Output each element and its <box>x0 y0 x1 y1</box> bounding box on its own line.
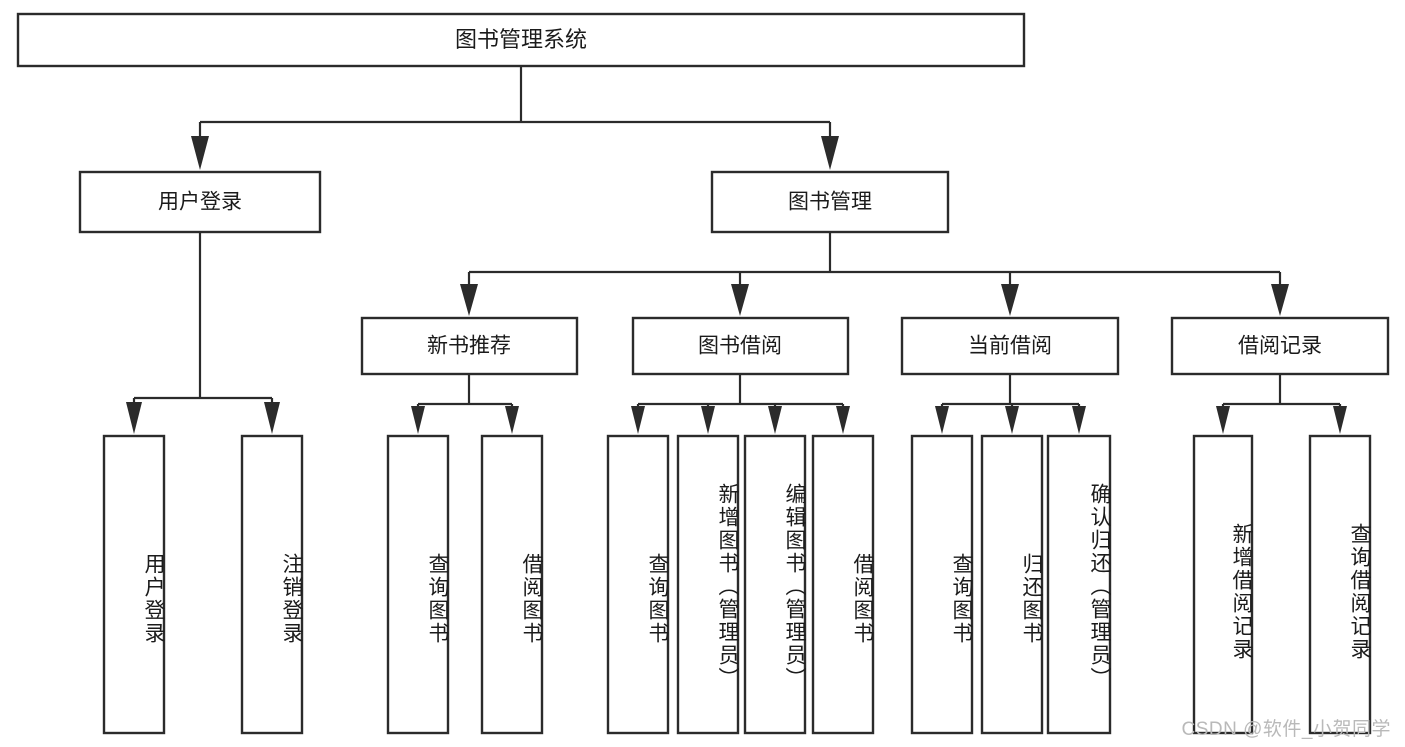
leaf-box-query-book-current[interactable] <box>910 434 974 735</box>
arrowhead-leaf-add-book <box>701 406 715 434</box>
arrowhead-leaf-confirm-return <box>1072 406 1086 434</box>
node-root-book-management-system[interactable]: 图书管理系统 <box>16 12 1026 68</box>
leaf-box-query-borrow-record[interactable] <box>1308 434 1372 735</box>
arrowhead-leaf-add-record <box>1216 406 1230 434</box>
arrowhead-borrow-record <box>1271 284 1289 316</box>
arrowhead-leaf-borrow-book-2 <box>836 406 850 434</box>
leaf-box-confirm-return-admin[interactable] <box>1046 434 1112 735</box>
node-borrowing-record[interactable]: 借阅记录 <box>1170 316 1390 376</box>
arrowhead-leaf-query-book-1 <box>411 406 425 434</box>
new-book-recommendation-box[interactable] <box>360 316 579 376</box>
arrowhead-leaf-query-record <box>1333 406 1347 434</box>
arrowhead-user-login <box>191 136 209 170</box>
node-new-book-recommendation[interactable]: 新书推荐 <box>360 316 579 376</box>
node-current-borrowing[interactable]: 当前借阅 <box>900 316 1120 376</box>
arrowhead-book-mgmt <box>821 136 839 170</box>
book-borrowing-label: 图书借阅 <box>698 335 782 358</box>
csdn-watermark: CSDN @软件_小贺同学 <box>1181 719 1391 740</box>
user-login-box[interactable] <box>78 170 322 234</box>
leaf-box-add-borrow-record[interactable] <box>1192 434 1254 735</box>
node-book-management[interactable]: 图书管理 <box>710 170 950 234</box>
borrowing-record-label: 借阅记录 <box>1238 335 1322 358</box>
current-borrowing-label: 当前借阅 <box>968 335 1052 358</box>
connector-layer <box>126 66 1347 434</box>
arrowhead-leaf-return-book <box>1005 406 1019 434</box>
root-box[interactable] <box>16 12 1026 68</box>
node-user-login[interactable]: 用户登录 <box>78 170 322 234</box>
leaf-box-borrow-book[interactable] <box>811 434 875 735</box>
leaf-box-user-login[interactable] <box>102 434 166 735</box>
leaf-box-borrow-book-newbook[interactable] <box>480 434 544 735</box>
book-management-label: 图书管理 <box>788 191 872 214</box>
leaf-box-return-book[interactable] <box>980 434 1044 735</box>
root-label: 图书管理系统 <box>455 27 587 52</box>
leaf-box-edit-book-admin[interactable] <box>743 434 807 735</box>
leaf-box-query-book-borrow[interactable] <box>606 434 670 735</box>
arrowhead-leaf-query-book-3 <box>935 406 949 434</box>
arrowhead-new-book-rec <box>460 284 478 316</box>
leaf-box-add-book-admin[interactable] <box>676 434 740 735</box>
arrowhead-book-borrow <box>731 284 749 316</box>
leaf-box-query-book-newbook[interactable] <box>386 434 450 735</box>
current-borrowing-box[interactable] <box>900 316 1120 376</box>
book-borrowing-box[interactable] <box>631 316 850 376</box>
user-login-label: 用户登录 <box>158 191 242 214</box>
new-book-recommendation-label: 新书推荐 <box>427 335 511 358</box>
borrowing-record-box[interactable] <box>1170 316 1390 376</box>
book-management-box[interactable] <box>710 170 950 234</box>
arrowhead-leaf-logout-login <box>264 402 280 434</box>
arrowhead-leaf-query-book-2 <box>631 406 645 434</box>
node-book-borrowing[interactable]: 图书借阅 <box>631 316 850 376</box>
arrowhead-leaf-edit-book <box>768 406 782 434</box>
arrowhead-current-borrow <box>1001 284 1019 316</box>
leaf-box-layer <box>102 434 1372 735</box>
arrowhead-leaf-user-login <box>126 402 142 434</box>
arrowhead-leaf-borrow-book-1 <box>505 406 519 434</box>
leaf-box-logout-login[interactable] <box>240 434 304 735</box>
